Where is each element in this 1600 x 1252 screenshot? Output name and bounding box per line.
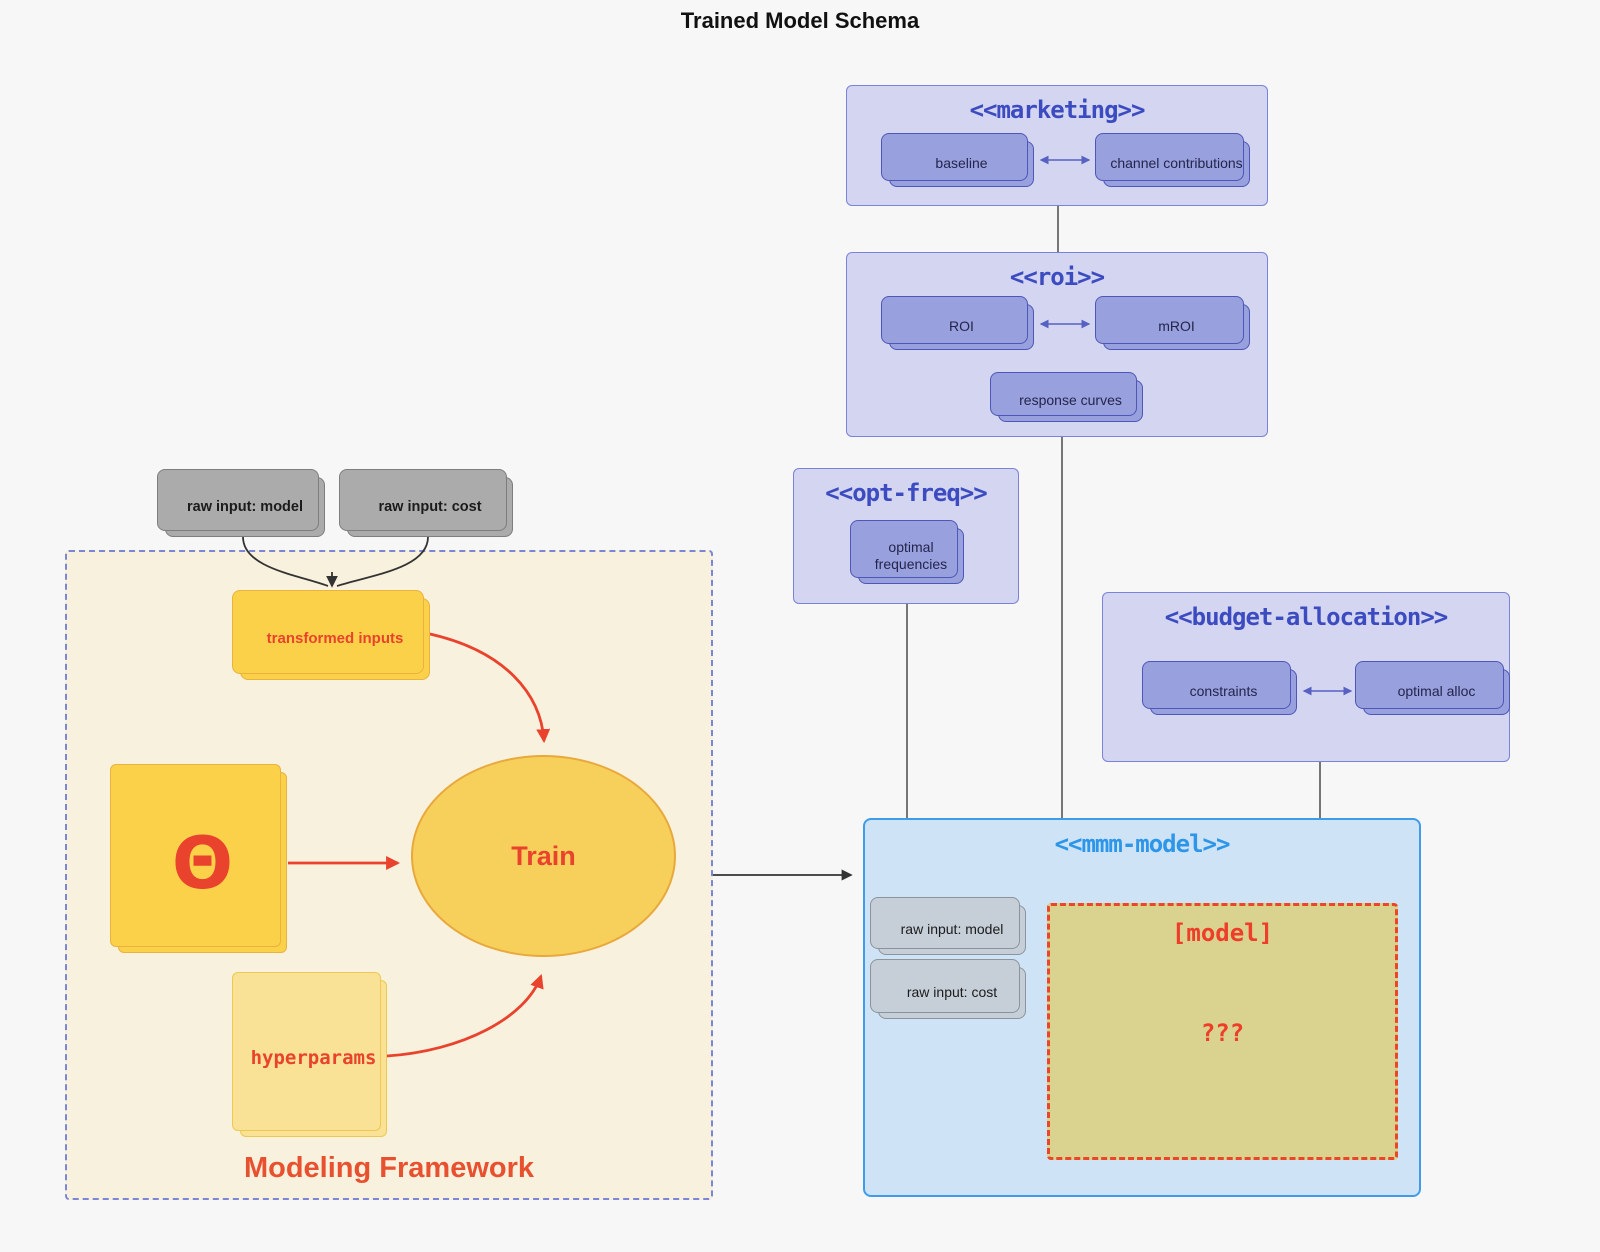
edge-hyperparams-train-arrow: [386, 974, 544, 1058]
edge-transformed-train-arrow: [429, 632, 551, 744]
model-placeholder-box: [model] ???: [1047, 903, 1398, 1160]
node-roi: ROI: [889, 304, 1034, 350]
node-raw-input-model: raw input: model: [165, 477, 325, 537]
edge-rawcost-merge: [336, 536, 429, 587]
model-placeholder-body: ???: [1200, 1019, 1245, 1047]
node-optimal-frequencies: optimal frequencies: [858, 528, 964, 584]
train-label: Train: [511, 840, 576, 871]
modeling-framework-label: Modeling Framework: [243, 1152, 535, 1184]
node-raw-input-cost: raw input: cost: [347, 477, 513, 537]
node-theta: Θ: [118, 772, 287, 953]
node-train: Train: [411, 755, 676, 957]
group-opt-freq-title: <<opt-freq>>: [825, 479, 987, 507]
group-budget-allocation-title: <<budget-allocation>>: [1164, 603, 1448, 631]
node-optimal-alloc: optimal alloc: [1363, 669, 1510, 715]
group-marketing-title: <<marketing>>: [969, 96, 1146, 124]
node-mroi: mROI: [1103, 304, 1250, 350]
page-title: Trained Model Schema: [680, 8, 920, 33]
theta-symbol: Θ: [171, 820, 234, 905]
edge-rawmodel-merge: [242, 536, 329, 587]
node-baseline: baseline: [889, 141, 1034, 187]
model-placeholder-title: [model]: [1171, 919, 1274, 947]
node-mmm-raw-input-cost: raw input: cost: [878, 967, 1026, 1019]
group-mmm-model-title: <<mmm-model>>: [1054, 830, 1231, 858]
group-roi-title: <<roi>>: [1009, 263, 1105, 291]
node-channel-contributions: channel contributions: [1103, 141, 1250, 187]
node-response-curves: response curves: [998, 380, 1143, 422]
node-transformed-inputs: transformed inputs: [240, 598, 430, 680]
node-hyperparams: hyperparams: [240, 980, 387, 1137]
node-constraints: constraints: [1150, 669, 1297, 715]
node-mmm-raw-input-model: raw input: model: [878, 905, 1026, 955]
